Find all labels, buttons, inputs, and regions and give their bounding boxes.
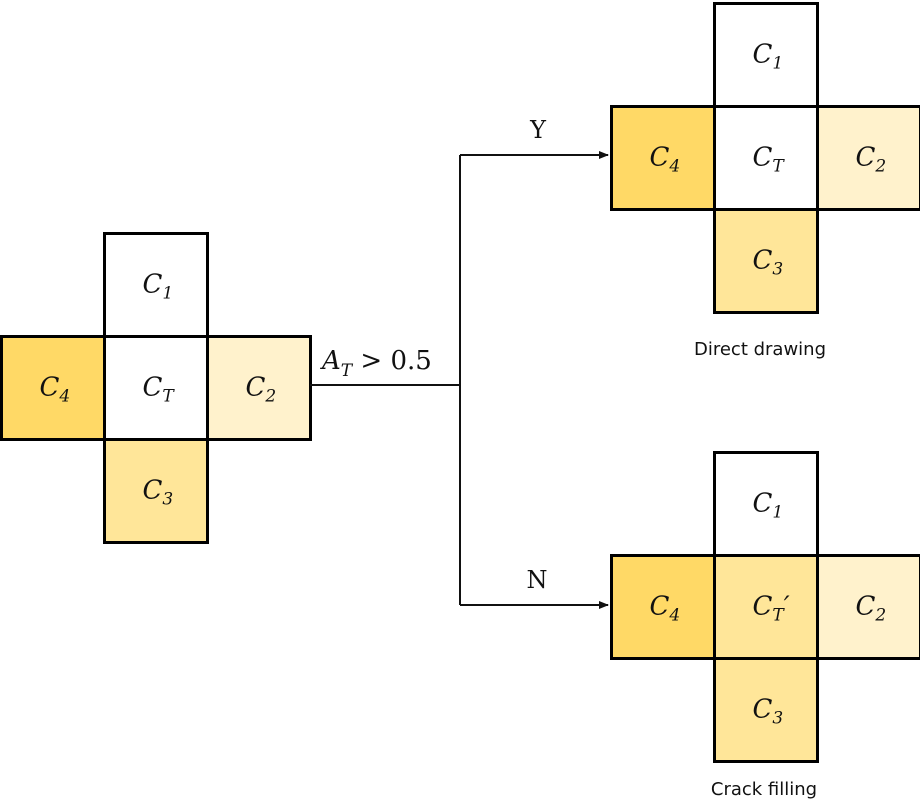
input-cell-left-label: C4 (40, 373, 71, 407)
no-branch-label: N (527, 566, 548, 594)
condition-label: AT > 0.5 (320, 346, 432, 381)
crack-cell-top-label: C1 (753, 489, 784, 523)
input-cell-bottom-label: C3 (143, 476, 174, 510)
input-cell-top (103, 232, 209, 338)
flow-connectors (310, 151, 609, 609)
crack-cell-center (713, 554, 819, 660)
direct-cell-left-label: C4 (650, 143, 681, 177)
direct-drawing-caption: Direct drawing (694, 339, 826, 360)
crack-cell-left (610, 554, 716, 660)
direct-cell-top-label: C1 (753, 40, 784, 74)
input-cell-center (103, 335, 209, 441)
crack-cell-bottom (713, 657, 819, 763)
direct-cell-center-label: CT (753, 143, 786, 177)
yes-branch-label: Y (529, 116, 547, 144)
input-cell-right (206, 335, 312, 441)
crack-cell-left-label: C4 (650, 592, 681, 626)
crack-cell-right (816, 554, 920, 660)
direct-cell-bottom (713, 208, 819, 314)
direct-cell-center (713, 105, 819, 211)
crack-cell-bottom-label: C3 (753, 695, 784, 729)
crack-filling-caption: Crack filling (711, 779, 817, 800)
direct-cell-top (713, 2, 819, 108)
input-cell-right-label: C2 (246, 373, 277, 407)
direct-cell-right (816, 105, 920, 211)
input-cell-top-label: C1 (143, 270, 174, 304)
input-cell-center-label: CT (143, 373, 176, 407)
crack-cell-right-label: C2 (856, 592, 887, 626)
crack-cell-top (713, 451, 819, 557)
input-cell-bottom (103, 438, 209, 544)
direct-cell-right-label: C2 (856, 143, 887, 177)
crack-cell-center-label: CT′ (753, 592, 790, 626)
direct-cell-bottom-label: C3 (753, 246, 784, 280)
